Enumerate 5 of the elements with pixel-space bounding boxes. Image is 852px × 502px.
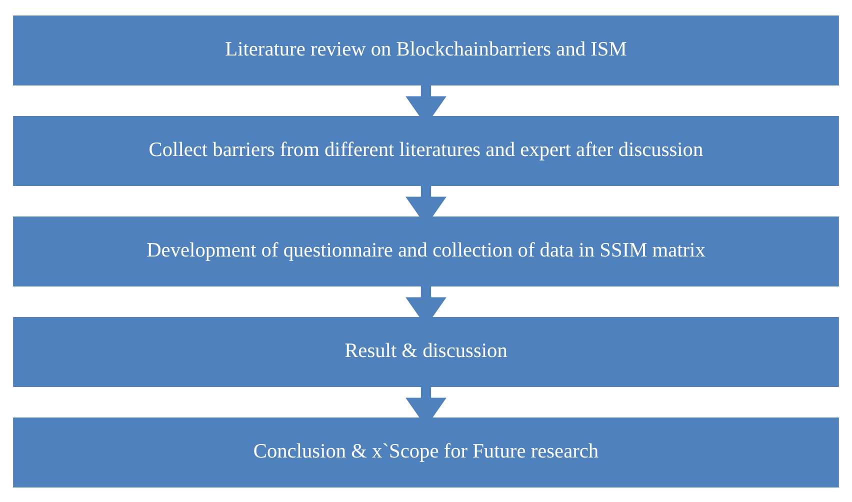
node-box: Conclusion & x`Scope for Future research xyxy=(13,417,839,488)
node-box: Literature review on Blockchainbarriers and ISM xyxy=(13,14,839,85)
node-box: Development of questionnaire and collection of data in SSIM matrix xyxy=(13,216,839,286)
node-box: Result & discussion xyxy=(13,316,839,387)
node-box: Collect barriers from different literatures and expert after discussion xyxy=(13,115,839,186)
